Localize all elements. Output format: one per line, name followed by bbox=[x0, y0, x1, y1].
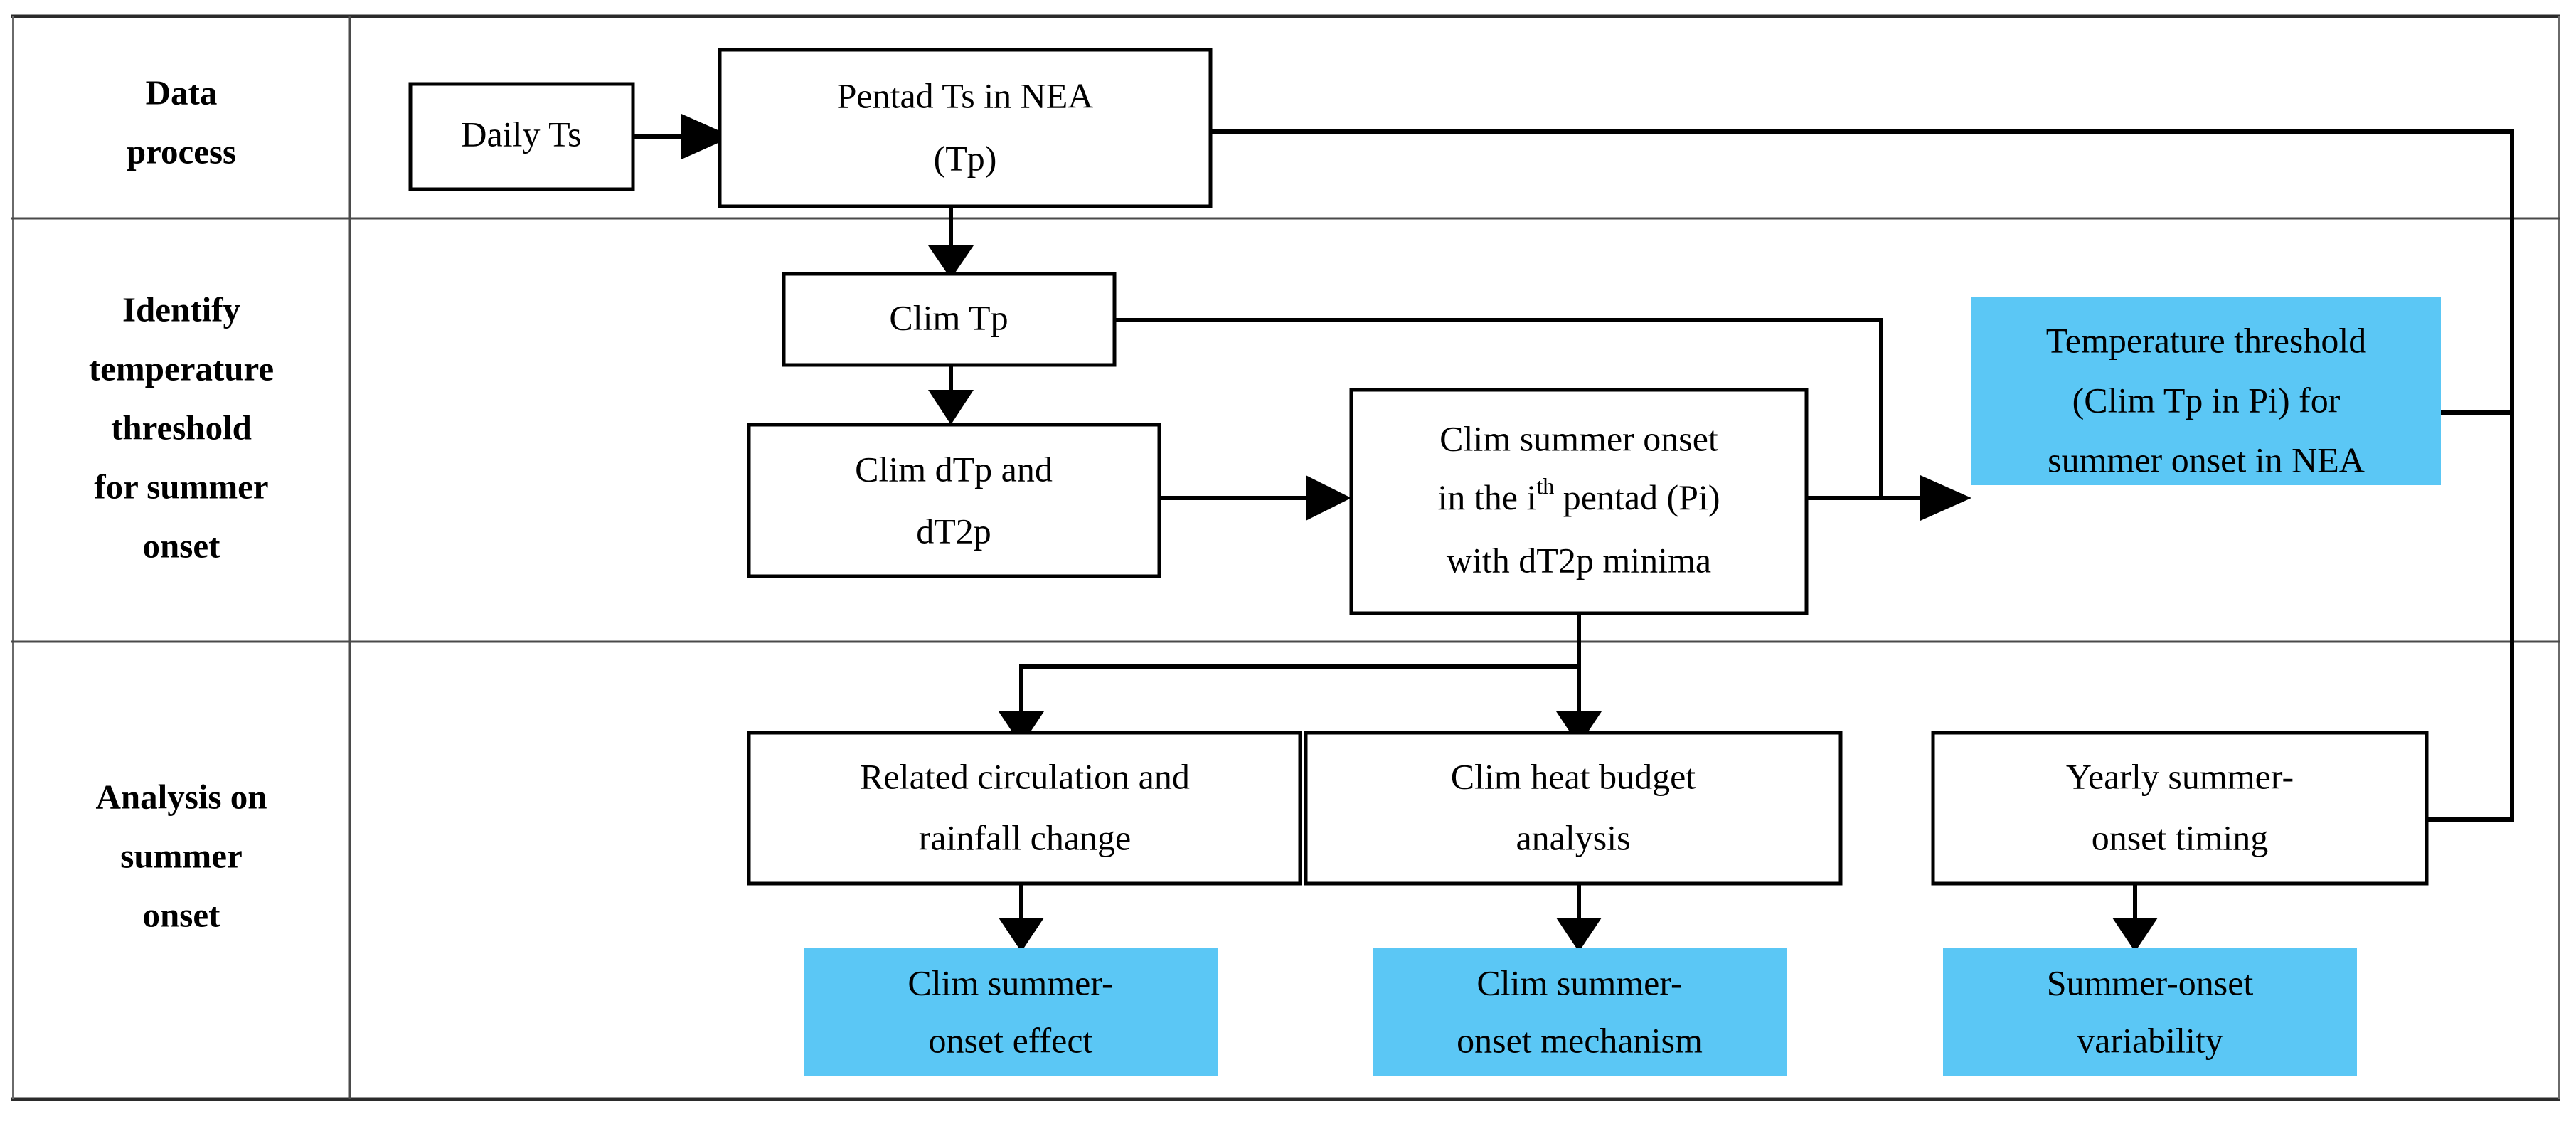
node-clim-summer-onset-mechanism-shape[interactable] bbox=[1373, 948, 1787, 1076]
row-label-analysis: Analysis on summer onset bbox=[95, 777, 267, 934]
node-daily-ts-shape[interactable] bbox=[408, 82, 635, 191]
row-label-line: onset bbox=[143, 526, 221, 565]
node-clim-tp-shape[interactable] bbox=[782, 272, 1117, 367]
edge-climdtp-to-onset bbox=[1159, 475, 1351, 521]
node-yearly-summer-onset-label-line-2: onset timing bbox=[2092, 817, 2269, 857]
node-clim-dtp-label-line-2: dT2p bbox=[916, 511, 991, 551]
node-related-circulation-label-line-2: rainfall change bbox=[919, 817, 1131, 857]
node-clim-summer-onset-shape[interactable] bbox=[1349, 388, 1809, 615]
node-clim-dtp-shape[interactable] bbox=[747, 423, 1161, 578]
edge-heatbudget-to-mechanism bbox=[1556, 882, 1602, 952]
node-summer-onset-variability-label-line-2: variability bbox=[2077, 1020, 2223, 1060]
node-summer-onset-variability-shape[interactable] bbox=[1943, 948, 2357, 1076]
node-pentad-ts-shape[interactable] bbox=[718, 48, 1213, 208]
node-temperature-threshold[interactable]: Temperature threshold (Clim Tp in Pi) fo… bbox=[1971, 297, 2441, 485]
row-label-identify-threshold: Identify temperature threshold for summe… bbox=[89, 290, 274, 565]
node-related-circulation[interactable]: Related circulation and rainfall change bbox=[747, 731, 1302, 886]
node-clim-summer-onset-effect[interactable]: Clim summer- onset effect bbox=[804, 948, 1218, 1076]
row-label-line: threshold bbox=[111, 408, 252, 447]
node-clim-heat-budget-label-line-1: Clim heat budget bbox=[1451, 756, 1696, 796]
node-clim-heat-budget[interactable]: Clim heat budget analysis bbox=[1304, 731, 1843, 886]
arrow-head-icon bbox=[999, 918, 1044, 952]
arrow-head-icon bbox=[681, 114, 733, 159]
node-yearly-summer-onset[interactable]: Yearly summer- onset timing bbox=[1931, 731, 2429, 886]
row-label-line: Analysis on bbox=[95, 777, 267, 816]
edge-circulation-to-effect bbox=[999, 882, 1044, 952]
node-clim-summer-onset-label-line-2: in the ith pentad (Pi) bbox=[1437, 473, 1720, 517]
node-temperature-threshold-label-line-3: summer onset in NEA bbox=[2048, 440, 2365, 479]
table-frame bbox=[11, 14, 2560, 1101]
node-temperature-threshold-shape[interactable] bbox=[1971, 297, 2441, 485]
node-clim-summer-onset-effect-label-line-1: Clim summer- bbox=[908, 963, 1113, 1002]
node-daily-ts-label: Daily Ts bbox=[461, 114, 581, 154]
node-pentad-ts-label-line-1: Pentad Ts in NEA bbox=[837, 75, 1094, 115]
row-label-line: for summer bbox=[94, 467, 268, 506]
edge-climtp-to-threshold bbox=[1114, 318, 1883, 498]
node-clim-summer-onset-effect-label-line-2: onset effect bbox=[929, 1020, 1093, 1060]
node-clim-heat-budget-label-line-2: analysis bbox=[1516, 817, 1630, 857]
node-related-circulation-shape[interactable] bbox=[747, 731, 1302, 886]
node-clim-dtp-label-line-1: Clim dTp and bbox=[855, 449, 1053, 489]
arrow-head-icon bbox=[1556, 711, 1602, 746]
node-clim-summer-onset-effect-shape[interactable] bbox=[804, 948, 1218, 1076]
node-pentad-ts[interactable]: Pentad Ts in NEA (Tp) bbox=[718, 48, 1213, 208]
node-summer-onset-variability[interactable]: Summer-onset variability bbox=[1943, 948, 2357, 1076]
onset-line2-superscript: th bbox=[1536, 473, 1554, 499]
node-yearly-summer-onset-label-line-1: Yearly summer- bbox=[2066, 756, 2294, 796]
edge-climtp-to-climdtp bbox=[928, 365, 974, 425]
arrow-head-icon bbox=[1306, 475, 1351, 521]
node-clim-summer-onset-mechanism-label-line-2: onset mechanism bbox=[1457, 1020, 1703, 1060]
node-clim-dtp[interactable]: Clim dTp and dT2p bbox=[747, 423, 1161, 578]
row-label-line: temperature bbox=[89, 349, 274, 388]
node-clim-tp[interactable]: Clim Tp bbox=[782, 272, 1117, 367]
arrow-head-icon bbox=[1556, 918, 1602, 952]
arrow-head-icon bbox=[928, 390, 974, 425]
edge-onset-to-row3 bbox=[999, 613, 1602, 746]
node-temperature-threshold-label-line-2: (Clim Tp in Pi) for bbox=[2072, 380, 2341, 420]
arrow-head-icon bbox=[2112, 918, 2158, 952]
row-label-line: onset bbox=[143, 895, 221, 934]
node-clim-summer-onset-label-line-3: with dT2p minima bbox=[1447, 540, 1711, 580]
edge-daily-to-pentad bbox=[634, 114, 733, 159]
node-clim-summer-onset-mechanism[interactable]: Clim summer- onset mechanism bbox=[1373, 948, 1787, 1076]
onset-line2-pre: in the i bbox=[1437, 477, 1536, 517]
node-related-circulation-label-line-1: Related circulation and bbox=[860, 756, 1190, 796]
row-label-line: Identify bbox=[122, 290, 241, 329]
node-yearly-summer-onset-shape[interactable] bbox=[1931, 731, 2429, 886]
edge-yearly-to-variability bbox=[2112, 882, 2158, 952]
edge-onset-to-threshold bbox=[1806, 475, 1971, 521]
node-clim-summer-onset-label-line-1: Clim summer onset bbox=[1439, 418, 1718, 458]
arrow-head-icon bbox=[999, 711, 1044, 746]
arrow-head-icon bbox=[928, 245, 974, 279]
node-pentad-ts-label-line-2: (Tp) bbox=[934, 138, 997, 178]
onset-line2-post: pentad (Pi) bbox=[1554, 477, 1720, 517]
node-clim-summer-onset-mechanism-label-line-1: Clim summer- bbox=[1476, 963, 1682, 1002]
node-temperature-threshold-label-line-1: Temperature threshold bbox=[2046, 320, 2367, 360]
node-daily-ts[interactable]: Daily Ts bbox=[408, 82, 635, 191]
row-label-line: Data bbox=[146, 73, 218, 112]
node-summer-onset-variability-label-line-1: Summer-onset bbox=[2047, 963, 2254, 1002]
row-label-line: process bbox=[127, 132, 236, 171]
node-clim-summer-onset[interactable]: Clim summer onset in the ith pentad (Pi)… bbox=[1349, 388, 1809, 615]
row-label-data-process: Data process bbox=[127, 73, 236, 171]
node-clim-tp-label: Clim Tp bbox=[889, 297, 1008, 337]
arrow-head-icon bbox=[1920, 475, 1971, 521]
row-label-line: summer bbox=[120, 836, 242, 875]
node-clim-heat-budget-shape[interactable] bbox=[1304, 731, 1843, 886]
edge-pentad-to-climtp bbox=[928, 206, 974, 279]
